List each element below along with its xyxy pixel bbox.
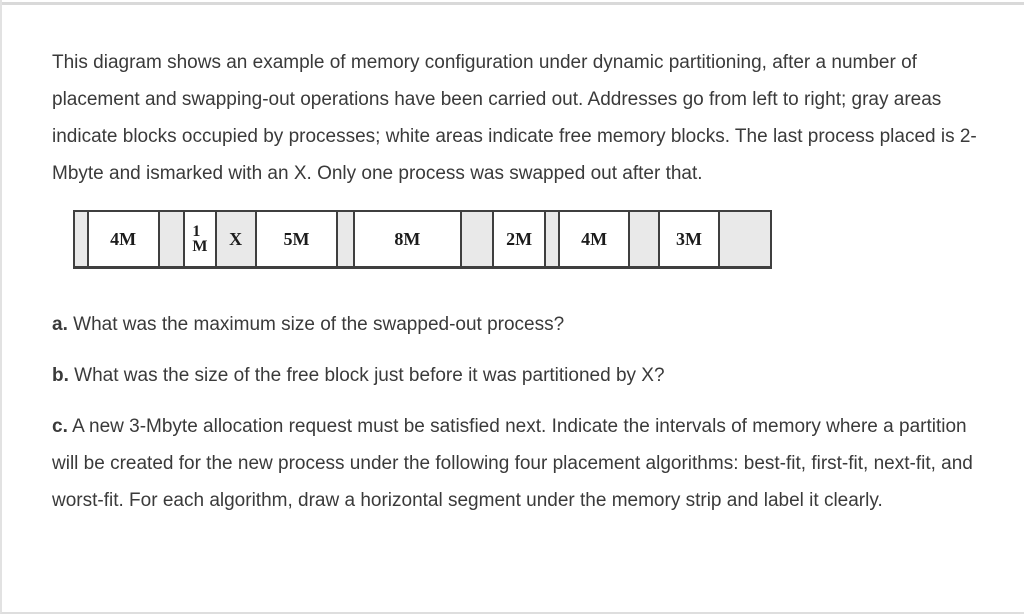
segment-label: 1 M — [192, 223, 208, 255]
segment-label: X — [229, 228, 243, 249]
memory-segment-free-11: 4M — [560, 212, 631, 266]
question-label: a. — [52, 314, 68, 335]
question-label: b. — [52, 365, 69, 386]
memory-segment-free-9: 2M — [494, 212, 547, 266]
segment-label: 8M — [394, 228, 421, 249]
memory-segment-free-5: 5M — [256, 212, 339, 266]
segment-label: 4M — [110, 228, 137, 249]
question-list: a. What was the maximum size of the swap… — [52, 306, 982, 519]
memory-segment-occupied-6 — [338, 212, 355, 266]
segment-label: 4M — [581, 228, 608, 249]
segment-label: 3M — [676, 228, 703, 249]
memory-segment-occupied-14 — [720, 212, 770, 266]
memory-segment-occupied-4: X — [216, 212, 257, 266]
question-item-a: a. What was the maximum size of the swap… — [52, 306, 982, 343]
segment-label: 5M — [283, 228, 310, 249]
memory-segment-occupied-10 — [546, 212, 560, 266]
memory-segment-free-7: 8M — [354, 212, 462, 266]
top-divider-rule — [2, 2, 1024, 5]
question-item-b: b. What was the size of the free block j… — [52, 357, 982, 394]
memory-segment-occupied-2 — [159, 212, 186, 266]
question-item-c: c. A new 3-Mbyte allocation request must… — [52, 408, 982, 519]
memory-segment-occupied-0 — [75, 212, 89, 266]
memory-segment-occupied-12 — [630, 212, 660, 266]
memory-segment-free-13: 3M — [659, 212, 721, 266]
exercise-content: This diagram shows an example of memory … — [52, 44, 982, 533]
memory-strip-diagram: 4M 1 M X 5M 8M 2M 4M 3M — [73, 210, 772, 269]
memory-segment-occupied-8 — [461, 212, 495, 266]
question-text: A new 3-Mbyte allocation request must be… — [52, 416, 973, 511]
segment-label: 2M — [506, 228, 533, 249]
memory-segment-free-1: 4M — [88, 212, 160, 266]
question-label: c. — [52, 416, 68, 437]
question-text: What was the maximum size of the swapped… — [73, 314, 565, 335]
question-text: What was the size of the free block just… — [74, 365, 665, 386]
memory-segment-free-3: 1 M — [185, 212, 217, 266]
intro-paragraph: This diagram shows an example of memory … — [52, 52, 977, 184]
